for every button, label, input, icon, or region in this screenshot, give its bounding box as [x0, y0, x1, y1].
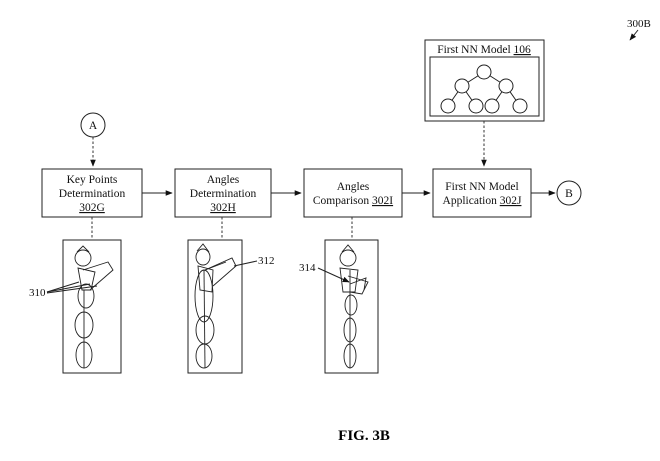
box-1-ref: 302G: [79, 202, 105, 214]
diagram-ref-label: 300B: [627, 18, 651, 30]
callout-310-leader-3: [46, 285, 98, 294]
callout-310: 310: [29, 287, 46, 299]
box-nn-model-application: [432, 168, 532, 218]
box-3-line-1: Angles: [337, 181, 370, 193]
box-2-ref: 302H: [210, 202, 236, 214]
nn-model-title-text: First NN Model: [437, 44, 513, 56]
callout-310-leader-2: [46, 283, 91, 293]
box-4-line-2: Application 302J: [443, 195, 522, 207]
box-angles-determination: [174, 168, 272, 218]
callout-314: 314: [299, 262, 316, 274]
figure-panel-comparison: [324, 239, 379, 374]
nn-model-title: First NN Model 106: [437, 44, 531, 56]
neural-network-icon: [440, 64, 528, 114]
box-key-points-determination: [41, 168, 143, 218]
diagram-ref-arrow: [629, 29, 639, 41]
human-figure-comparison: [339, 244, 369, 369]
box-2-line-1: Angles: [207, 174, 240, 186]
callout-312-leader: [233, 260, 258, 267]
figure-caption: FIG. 3B: [338, 428, 390, 444]
human-figure-key-points: [74, 245, 114, 369]
box-1-line-1: Key Points: [67, 174, 118, 186]
box-1-line-2: Determination: [59, 188, 126, 200]
nn-model-ref: 106: [514, 44, 532, 56]
connector-a-label: A: [89, 120, 98, 132]
box-4-ref: 302J: [500, 195, 522, 207]
box-angles-comparison: [303, 168, 403, 218]
callout-312: 312: [258, 255, 275, 267]
callout-310-leader-1: [46, 281, 80, 293]
connector-b: [556, 180, 582, 206]
box-3-line-2-text: Comparison: [313, 195, 372, 207]
box-4-line-1: First NN Model: [445, 181, 518, 193]
connector-b-label: B: [565, 188, 573, 200]
box-2-line-2: Determination: [190, 188, 257, 200]
callout-314-leader: [317, 267, 350, 283]
human-figure-angles: [194, 243, 237, 369]
box-3-ref: 302I: [372, 195, 393, 207]
box-4-line-2-text: Application: [443, 195, 500, 207]
box-3-line-2: Comparison 302I: [313, 195, 393, 207]
